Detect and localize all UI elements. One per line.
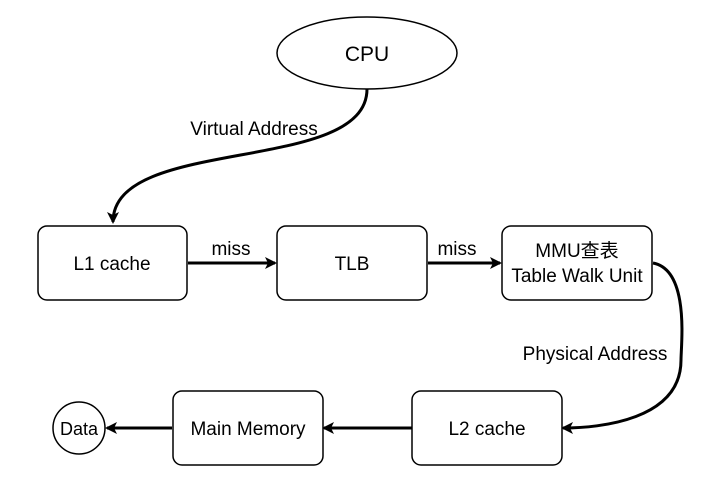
- main-memory-label: Main Memory: [190, 419, 306, 440]
- physical-address-label-bg: [513, 340, 677, 366]
- edge-mmu-to-l2: [561, 261, 684, 434]
- tlb-node: [276, 225, 428, 301]
- tlb-label: TLB: [335, 254, 370, 275]
- miss-label-l1-tlb: miss: [211, 239, 250, 260]
- mmu-node: [501, 225, 653, 301]
- main-memory-node: [172, 390, 324, 466]
- miss-label-tlb-mmu: miss: [437, 239, 476, 260]
- l1-cache-node: [37, 225, 188, 301]
- cpu-node: [276, 16, 458, 90]
- data-label: Data: [60, 419, 99, 439]
- edge-cpu-to-l1: [107, 88, 369, 224]
- virtual-address-label: Virtual Address: [190, 119, 317, 140]
- l2-cache-label: L2 cache: [448, 419, 525, 440]
- mmu-label-line2: Table Walk Unit: [511, 266, 643, 287]
- mmu-label-line1: MMU查表: [535, 240, 618, 262]
- cpu-label: CPU: [345, 43, 389, 66]
- l1-cache-label: L1 cache: [73, 254, 150, 275]
- physical-address-label: Physical Address: [523, 344, 668, 365]
- data-node: [52, 401, 106, 455]
- l2-cache-node: [411, 390, 563, 466]
